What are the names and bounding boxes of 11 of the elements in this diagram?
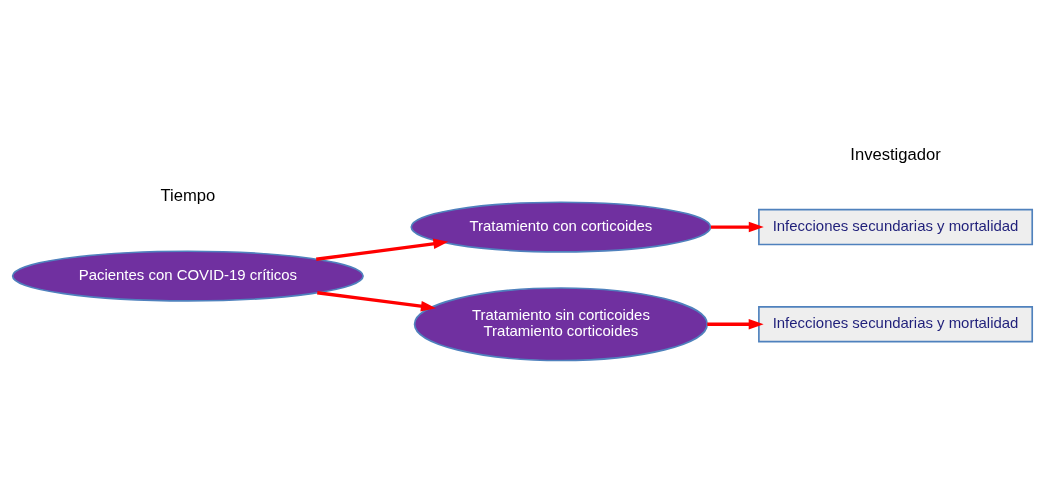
arrow: [317, 290, 436, 311]
arrow: [707, 318, 764, 329]
node-ellipse: Pacientes con COVID-19 críticos: [11, 249, 364, 302]
arrow: [710, 221, 764, 232]
node-ellipse: Tratamiento con corticoides: [410, 200, 712, 253]
node-box: Infecciones secundarias y mortalidad: [758, 305, 1034, 343]
arrow: [316, 238, 449, 261]
label: Tiempo: [160, 185, 216, 205]
node-ellipse: Tratamiento sin corticoides Tratamiento corticoides: [413, 286, 709, 361]
node-box: Infecciones secundarias y mortalidad: [758, 208, 1034, 245]
label: Investigador: [850, 144, 941, 164]
